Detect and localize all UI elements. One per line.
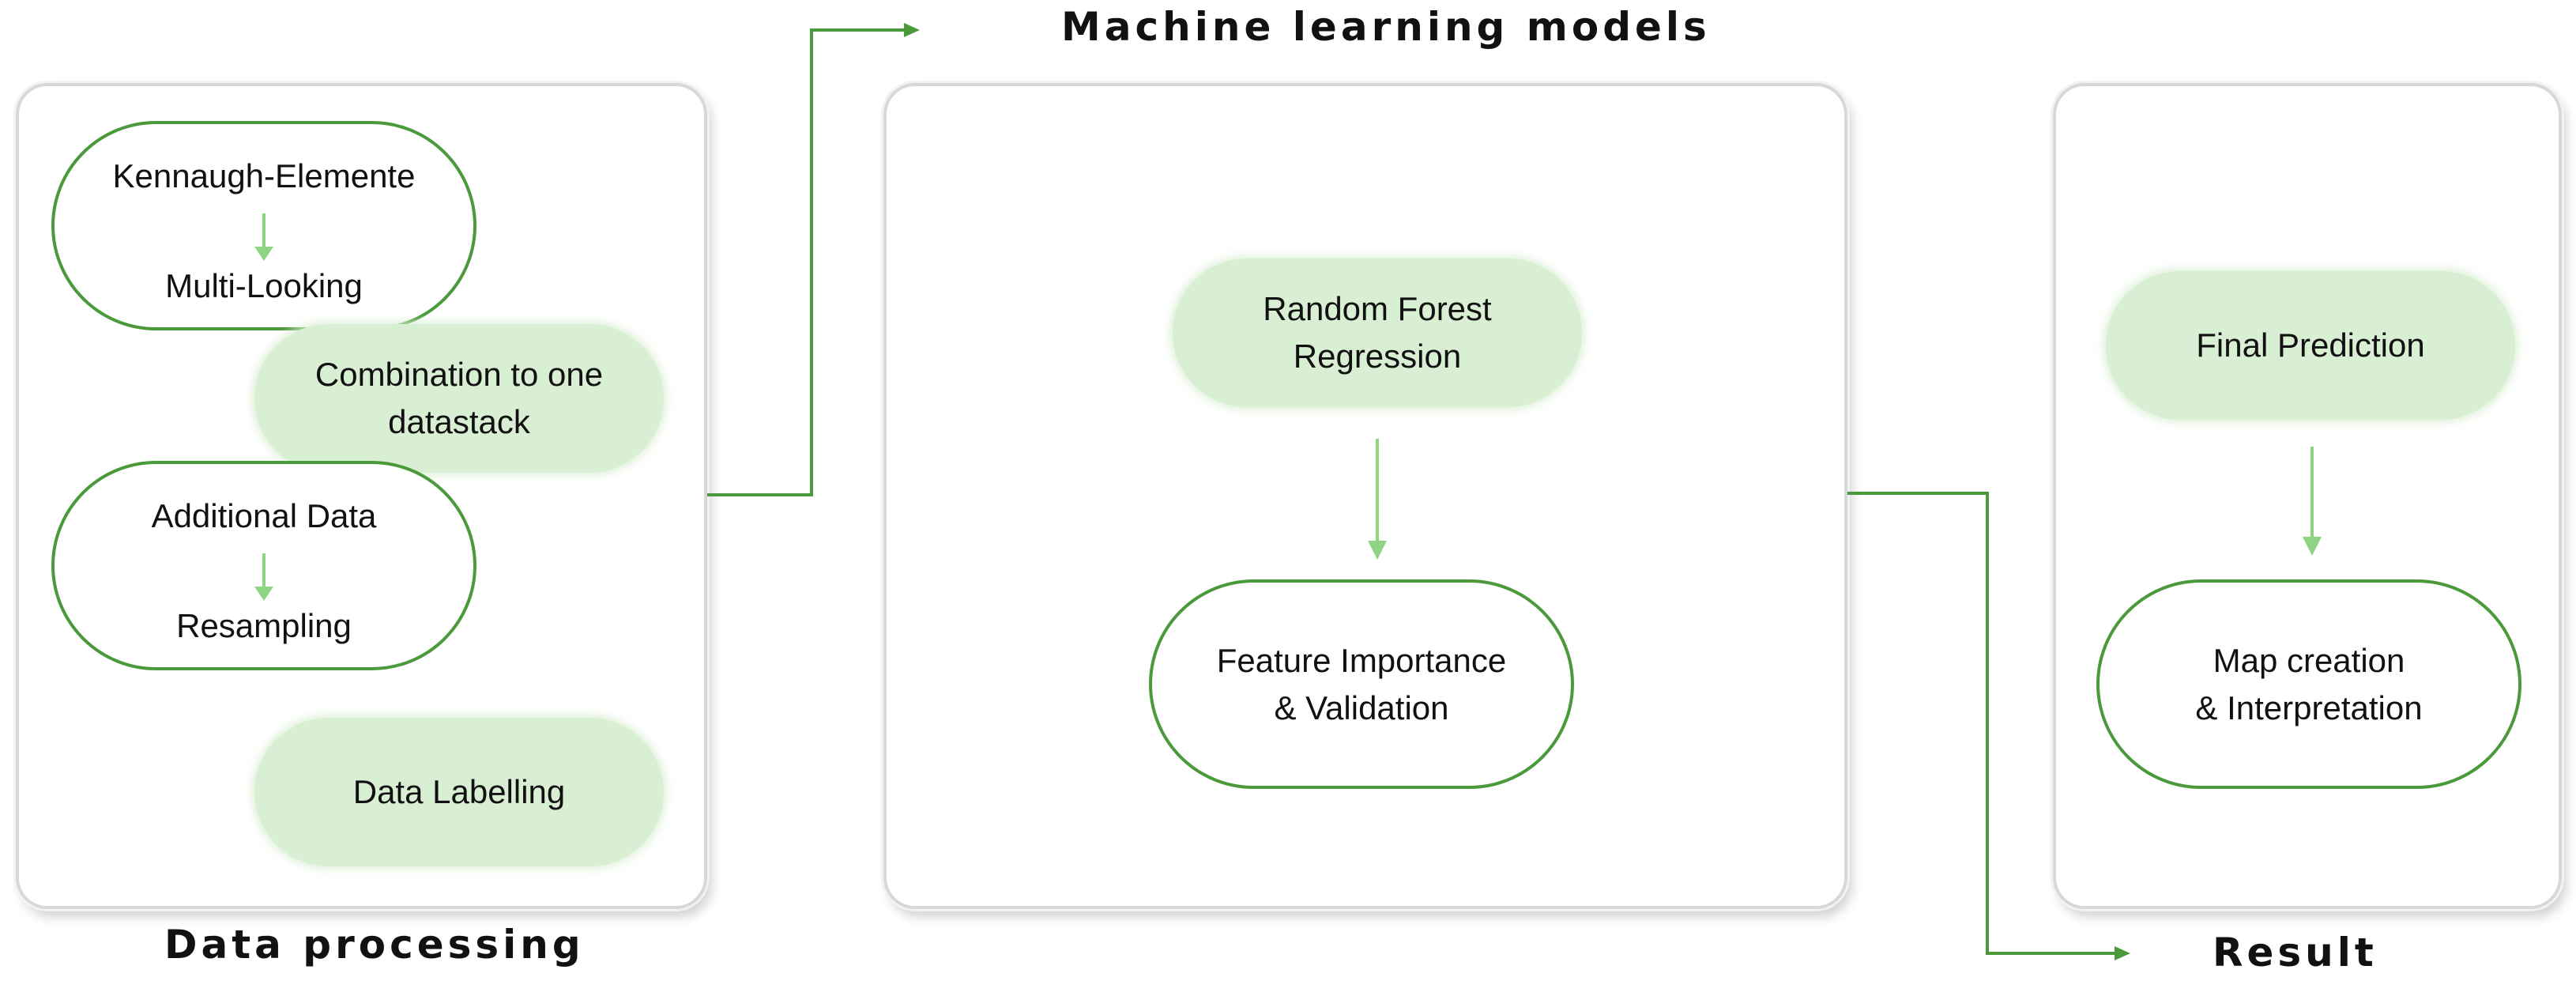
multi-looking-label: Multi-Looking: [165, 267, 363, 304]
final-prediction-node: Final Prediction: [2106, 271, 2515, 420]
validation-label: & Validation: [1274, 689, 1449, 726]
result-title: Result: [2213, 930, 2378, 975]
map-creation-label: Map creation: [2213, 641, 2405, 679]
feature-importance-label: Feature Importance: [1216, 641, 1507, 679]
kennaugh-multilooking-node: Kennaugh-Elemente Multi-Looking: [51, 121, 476, 330]
interpretation-label: & Interpretation: [2195, 689, 2423, 726]
connector-models-to-result: [1847, 492, 2118, 955]
connector-processing-to-models: [707, 28, 907, 496]
connector-models-to-result-arrowhead: [2115, 946, 2130, 960]
data-labelling-label: Data Labelling: [352, 773, 566, 810]
additional-data-label: Additional Data: [151, 497, 377, 534]
data-labelling-node: Data Labelling: [254, 718, 664, 866]
data-processing-title: Data processing: [164, 922, 585, 968]
random-forest-label: Random Forest: [1263, 290, 1492, 327]
feature-importance-validation-node: Feature Importance & Validation: [1149, 579, 1574, 789]
combination-label: Combination to one datastack: [314, 356, 604, 440]
kennaugh-elemente-label: Kennaugh-Elemente: [112, 157, 416, 194]
additional-data-resampling-node: Additional Data Resampling: [51, 461, 476, 670]
regression-label: Regression: [1293, 338, 1462, 375]
random-forest-regression-node: Random Forest Regression: [1173, 258, 1582, 407]
result-panel: [2053, 83, 2562, 909]
additional-to-resampling-arrow: [254, 553, 273, 601]
resampling-label: Resampling: [176, 607, 352, 644]
final-prediction-label: Final Prediction: [2196, 326, 2425, 364]
kennaugh-to-multilooking-arrow: [254, 213, 273, 261]
connector-processing-to-models-arrowhead: [904, 23, 920, 37]
combination-datastack-node: Combination to one datastack: [254, 324, 664, 473]
arrow-prediction-to-map-head: [2303, 537, 2322, 556]
arrow-rf-to-fi-head: [1368, 541, 1387, 560]
ml-models-title: Machine learning models: [1061, 4, 1711, 50]
map-creation-interpretation-node: Map creation & Interpretation: [2096, 579, 2521, 789]
